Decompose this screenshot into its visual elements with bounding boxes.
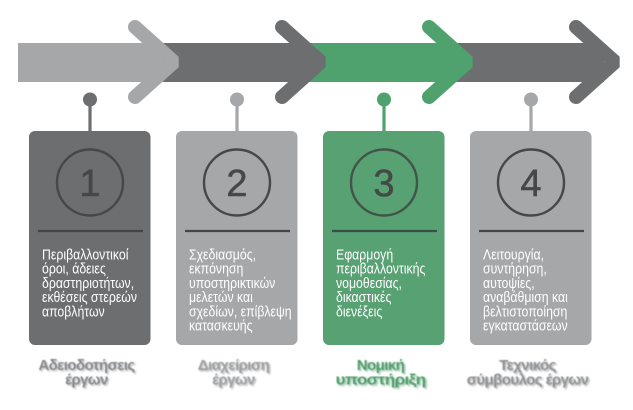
svg-text:εγκαταστάσεων: εγκαταστάσεων: [483, 317, 568, 333]
svg-text:υποστήριξη: υποστήριξη: [336, 371, 426, 388]
svg-text:διενέξεις: διενέξεις: [336, 303, 383, 319]
svg-text:όροι, άδειες: όροι, άδειες: [42, 260, 106, 276]
svg-text:αναβάθμιση και: αναβάθμιση και: [483, 289, 568, 305]
svg-text:4: 4: [520, 163, 541, 205]
svg-text:εκπόνηση: εκπόνηση: [189, 260, 243, 276]
svg-text:Τεχνικός: Τεχνικός: [499, 357, 556, 374]
svg-text:μελετών και: μελετών και: [189, 289, 253, 305]
svg-text:3: 3: [373, 163, 394, 205]
svg-text:νομοθεσίας,: νομοθεσίας,: [336, 275, 402, 291]
svg-text:συντήρηση,: συντήρηση,: [483, 260, 547, 276]
svg-text:Εφαρμογή: Εφαρμογή: [336, 246, 393, 262]
svg-text:δικαστικές: δικαστικές: [336, 289, 392, 305]
svg-text:έργων: έργων: [212, 371, 255, 388]
svg-text:δραστηριοτήτων,: δραστηριοτήτων,: [42, 275, 134, 291]
svg-text:Διαχείριση: Διαχείριση: [198, 357, 270, 374]
svg-text:αποβλήτων: αποβλήτων: [42, 303, 105, 319]
svg-text:σχεδίων, επίβλεψη: σχεδίων, επίβλεψη: [189, 303, 292, 319]
svg-text:Αδειοδοτήσεις: Αδειοδοτήσεις: [38, 357, 135, 374]
svg-text:εκθέσεις στερεών: εκθέσεις στερεών: [42, 289, 137, 305]
svg-text:έργων: έργων: [65, 371, 108, 388]
svg-text:αυτοψίες,: αυτοψίες,: [483, 275, 535, 291]
svg-text:κατασκευής: κατασκευής: [189, 317, 253, 333]
svg-text:σύμβουλος έργων: σύμβουλος έργων: [467, 371, 589, 388]
svg-text:1: 1: [79, 163, 100, 205]
svg-text:2: 2: [226, 163, 247, 205]
svg-text:Σχεδιασμός,: Σχεδιασμός,: [189, 246, 256, 262]
svg-text:Νομική: Νομική: [357, 357, 405, 374]
svg-text:Περιβαλλοντικοί: Περιβαλλοντικοί: [42, 246, 128, 262]
svg-text:περιβαλλοντικής: περιβαλλοντικής: [336, 260, 426, 276]
svg-text:βελτιστοποίηση: βελτιστοποίηση: [483, 303, 567, 319]
svg-text:υποστηρικτικών: υποστηρικτικών: [189, 275, 275, 291]
svg-text:Λειτουργία,: Λειτουργία,: [483, 246, 544, 262]
